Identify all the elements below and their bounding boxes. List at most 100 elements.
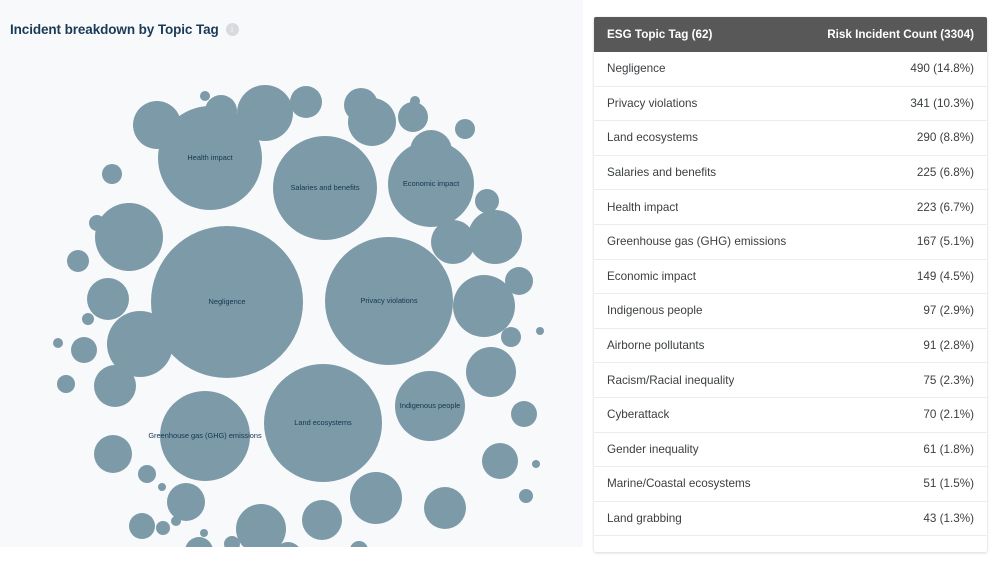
bubble-label: Greenhouse gas (GHG) emissions [148, 431, 262, 440]
bubble-health-impact[interactable] [158, 106, 262, 210]
column-header-incident-count[interactable]: Risk Incident Count (3304) [827, 28, 974, 41]
bubble-negligence[interactable] [151, 226, 303, 378]
bubble-21[interactable] [94, 365, 136, 407]
bubble-59[interactable] [200, 529, 208, 537]
bubble-label: Privacy violations [360, 296, 417, 305]
bubble-46[interactable] [89, 215, 105, 231]
cell-incident-count: 223 (6.7%) [916, 200, 974, 214]
bubble-31[interactable] [505, 267, 533, 295]
bubble-label: Indigenous people [400, 401, 460, 410]
page-title: Incident breakdown by Topic Tag [10, 21, 219, 37]
bubble-52[interactable] [189, 134, 199, 144]
bubble-indigenous-people[interactable] [395, 371, 465, 441]
bubble-45[interactable] [224, 536, 240, 547]
bubble-40[interactable] [501, 327, 521, 347]
bubble-55[interactable] [53, 338, 63, 348]
cell-topic-tag: Gender inequality [607, 442, 699, 456]
bubble-privacy-violations[interactable] [325, 237, 453, 365]
bubble-61[interactable] [536, 327, 544, 335]
bubble-34[interactable] [71, 337, 97, 363]
bubble-35[interactable] [129, 513, 155, 539]
bubble-54[interactable] [509, 241, 519, 251]
bubble-land-ecosystems[interactable] [264, 364, 382, 482]
bubble-11[interactable] [237, 85, 293, 141]
bubble-16[interactable] [236, 504, 286, 547]
bubble-50[interactable] [82, 313, 94, 325]
cell-incident-count: 149 (4.5%) [916, 269, 974, 283]
bubble-32[interactable] [185, 537, 213, 547]
bubble-label: Negligence [209, 297, 246, 306]
bubble-29[interactable] [290, 86, 322, 118]
cell-incident-count: 97 (2.9%) [923, 304, 974, 318]
bubble-18[interactable] [431, 220, 475, 264]
cell-incident-count: 167 (5.1%) [916, 235, 974, 249]
cell-incident-count: 290 (8.8%) [916, 131, 974, 145]
cell-topic-tag: Privacy violations [607, 96, 698, 110]
bubble-36[interactable] [511, 401, 537, 427]
cell-incident-count: 225 (6.8%) [916, 166, 974, 180]
bubble-25[interactable] [94, 435, 132, 473]
bubble-48[interactable] [156, 521, 170, 535]
bubble-60[interactable] [532, 460, 540, 468]
bubble-27[interactable] [344, 88, 378, 122]
bubble-44[interactable] [350, 541, 368, 547]
bubble-39[interactable] [455, 119, 475, 139]
bubble-salaries-and-benefits[interactable] [273, 136, 377, 240]
bubble-greenhouse-gas-ghg-emissions[interactable] [160, 391, 250, 481]
table-row[interactable]: Privacy violations 341 (10.3%) [594, 86, 987, 122]
bubble-33[interactable] [274, 542, 302, 547]
cell-incident-count: 341 (10.3%) [910, 96, 974, 110]
bubble-15[interactable] [466, 347, 516, 397]
bubble-58[interactable] [158, 483, 166, 491]
bubble-17[interactable] [133, 101, 181, 149]
bubble-19[interactable] [87, 278, 129, 320]
cell-topic-tag: Airborne pollutants [607, 339, 705, 353]
cell-incident-count: 51 (1.5%) [923, 477, 974, 491]
bubble-26[interactable] [482, 443, 518, 479]
bubble-12[interactable] [468, 210, 522, 264]
bubble-24[interactable] [167, 483, 205, 521]
bubble-30[interactable] [398, 102, 428, 132]
bubble-20[interactable] [410, 130, 452, 172]
bubble-8[interactable] [95, 203, 163, 271]
cell-incident-count: 70 (2.1%) [923, 408, 974, 422]
cell-topic-tag: Racism/Racial inequality [607, 373, 735, 387]
incident-table-card: ESG Topic Tag (62) Risk Incident Count (… [594, 17, 987, 552]
bubble-56[interactable] [171, 516, 181, 526]
bubble-10[interactable] [453, 275, 515, 337]
info-icon[interactable] [225, 22, 239, 36]
bubble-37[interactable] [475, 189, 499, 213]
chart-title-row: Incident breakdown by Topic Tag [10, 20, 239, 38]
bubble-53[interactable] [410, 96, 420, 106]
bubble-14[interactable] [350, 472, 402, 524]
table-header-row: ESG Topic Tag (62) Risk Incident Count (… [594, 17, 987, 52]
bubble-42[interactable] [57, 375, 75, 393]
bubble-41[interactable] [102, 164, 122, 184]
bubble-23[interactable] [302, 500, 342, 540]
bubble-group [53, 85, 544, 547]
column-header-topic-tag[interactable]: ESG Topic Tag (62) [607, 28, 713, 41]
cell-incident-count: 75 (2.3%) [923, 373, 974, 387]
bubble-47[interactable] [448, 162, 462, 176]
bubble-28[interactable] [205, 95, 237, 127]
bubble-22[interactable] [424, 487, 466, 529]
table-row[interactable]: Racism/Racial inequality 75 (2.3%) [594, 363, 987, 398]
bubble-43[interactable] [138, 465, 156, 483]
bubble-49[interactable] [519, 489, 533, 503]
bubble-9[interactable] [107, 311, 173, 377]
bubble-51[interactable] [200, 91, 210, 101]
bubble-38[interactable] [67, 250, 89, 272]
